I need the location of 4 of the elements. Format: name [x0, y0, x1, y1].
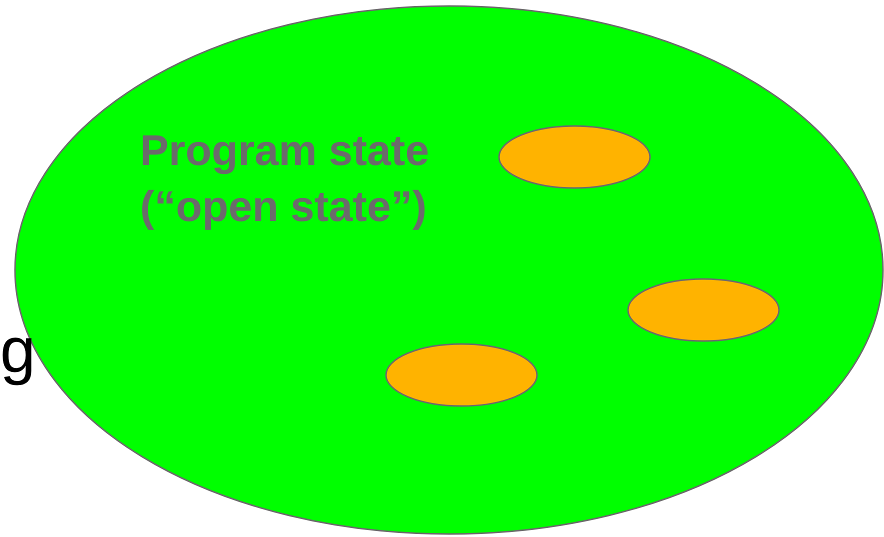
state-ellipse	[385, 343, 538, 407]
state-ellipse	[498, 125, 651, 189]
state-ellipse	[627, 278, 780, 342]
state-title: Program state (“open state”)	[140, 126, 430, 233]
